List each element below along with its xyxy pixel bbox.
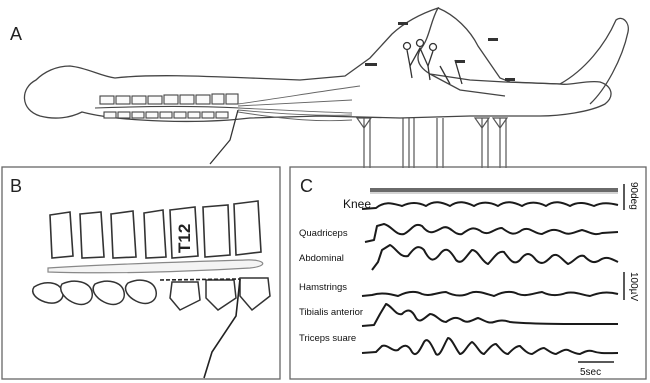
- vertebral-bodies: [50, 201, 261, 258]
- knee-angle-trace: [362, 202, 618, 209]
- hamstrings-emg-trace: [362, 292, 618, 296]
- trace-label-tibialis-anterior: Tibialis anterior: [299, 307, 363, 318]
- thigh-line: [430, 74, 505, 96]
- panel-c: C Knee 90deg Quadriceps Abdominal Hamstr…: [290, 167, 646, 379]
- trace-label-quadriceps: Quadriceps: [299, 228, 348, 239]
- panel-b: B T12: [2, 167, 280, 379]
- panel-a-letter: A: [10, 24, 22, 44]
- trace-label-hamstrings: Hamstrings: [299, 282, 347, 293]
- tibialis-anterior-emg-trace: [362, 304, 618, 326]
- time-scale-label: 5sec: [580, 367, 601, 378]
- time-scale-bar: 5sec: [578, 362, 614, 378]
- stimulation-bar: [370, 188, 618, 192]
- nerve-fibers: [238, 86, 360, 121]
- trace-label-triceps-suare: Triceps suare: [299, 333, 356, 344]
- trace-label-abdominal: Abdominal: [299, 253, 344, 264]
- spine: [95, 94, 240, 118]
- spinal-cord: [48, 260, 263, 273]
- voltage-scale-label: 100µV: [628, 272, 639, 301]
- quadriceps-emg-trace: [365, 224, 618, 242]
- vertebra-t12-label: T12: [175, 224, 194, 253]
- angle-scale-bar: 90deg: [624, 182, 639, 210]
- panel-b-letter: B: [10, 176, 22, 196]
- skin-electrodes: [365, 22, 515, 81]
- panel-a: A: [10, 8, 628, 168]
- triceps-surae-emg-trace: [362, 338, 618, 355]
- voltage-scale-bar: 100µV: [624, 272, 639, 301]
- raised-leg: [438, 8, 628, 104]
- panel-c-letter: C: [300, 176, 313, 196]
- spinous-processes: [33, 278, 270, 310]
- leg-electrode-wires: [357, 118, 507, 168]
- panel-b-frame: [2, 167, 280, 379]
- abdominal-emg-trace: [372, 245, 618, 270]
- angle-scale-label: 90deg: [628, 182, 639, 210]
